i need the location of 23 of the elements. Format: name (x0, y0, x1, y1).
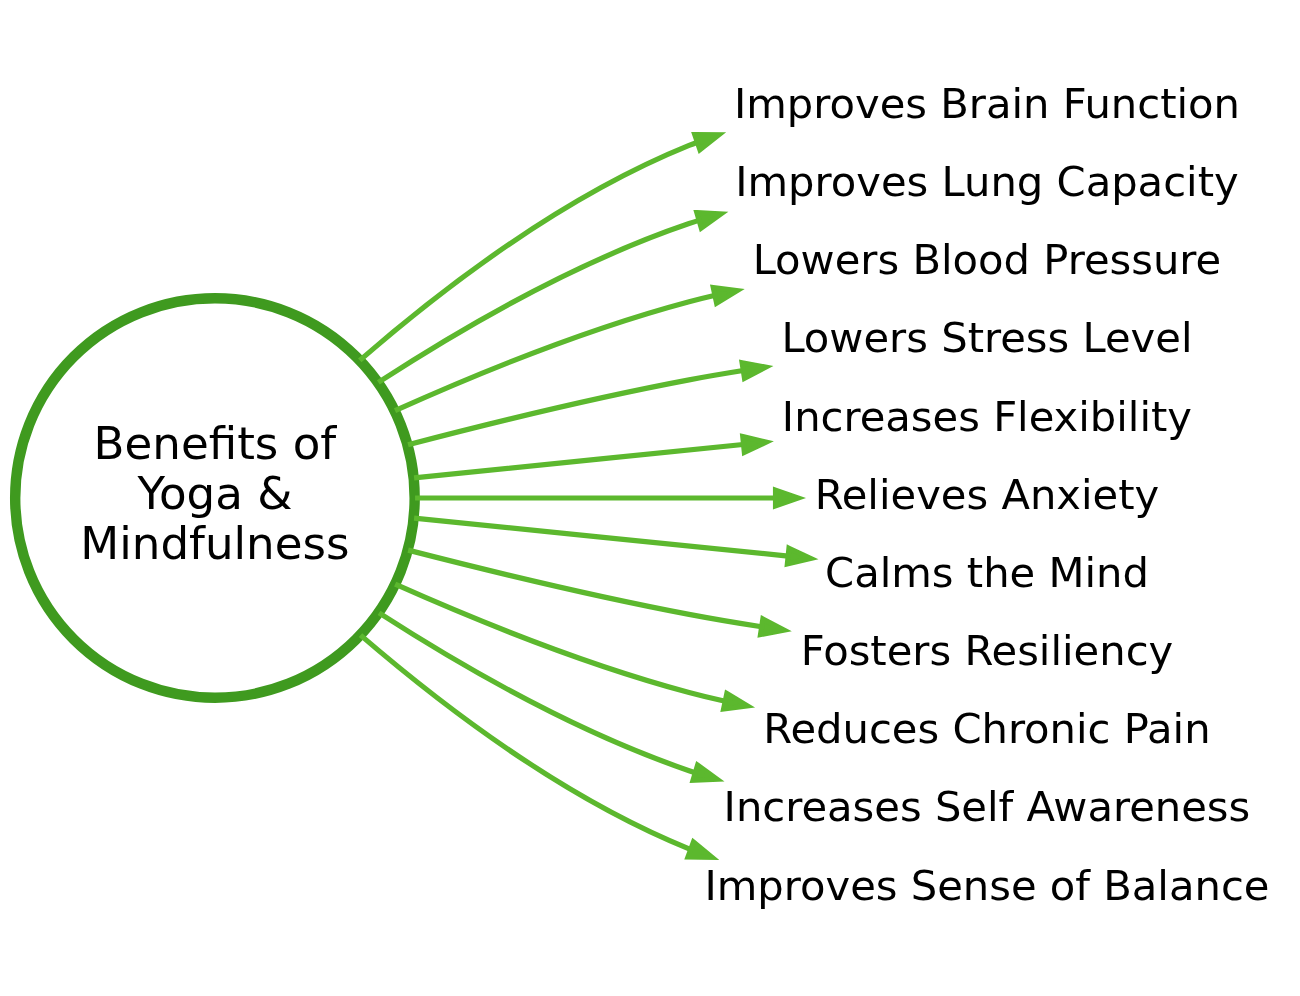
node-circle: Benefits of Yoga & Mindfulness (9, 293, 420, 703)
node-text: Lowers Blood Pressure (752, 235, 1222, 285)
arrow (358, 633, 720, 860)
node-text: Increases Self Awareness (723, 782, 1251, 832)
arrow (407, 359, 774, 448)
node-text: Improves Lung Capacity (735, 157, 1239, 207)
node-text: Increases Flexibility (781, 391, 1193, 441)
arrow (415, 486, 806, 510)
arrow (407, 547, 792, 638)
arrow (376, 209, 729, 385)
node-text: Lowers Stress Level (781, 313, 1193, 363)
arrow (413, 433, 774, 481)
node-text: Reduces Chronic Pain (763, 704, 1211, 754)
arrow (393, 284, 745, 414)
node-text: Relieves Anxiety (814, 469, 1160, 519)
arrow (377, 610, 725, 784)
node-text: Improves Brain Function (733, 78, 1240, 128)
node-text: Fosters Resiliency (800, 626, 1174, 676)
node-text: Calms the Mind (825, 547, 1149, 597)
node-text: Improves Sense of Balance (704, 860, 1270, 910)
arrow (413, 515, 819, 568)
arrow (394, 581, 756, 713)
arrow (358, 132, 727, 363)
